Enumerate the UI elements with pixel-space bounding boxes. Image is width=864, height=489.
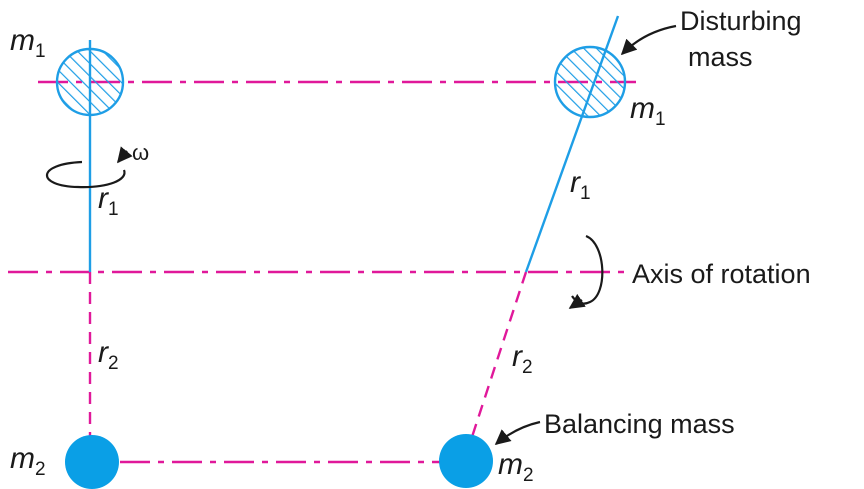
radius-lines — [88, 15, 620, 273]
left-balancing-mass — [65, 435, 119, 489]
axis-rotation-arrow — [568, 234, 604, 309]
label-m2-left: m2 — [10, 442, 46, 480]
label-r1-left: r1 — [98, 182, 119, 220]
label-m1-left: m1 — [10, 24, 46, 62]
disturbing-mass-pointer — [620, 24, 677, 56]
label-disturbing-mass: Disturbing mass — [680, 6, 809, 72]
label-omega: ω — [132, 140, 149, 165]
label-balancing-mass: Balancing mass — [544, 409, 735, 439]
label-r2-right: r2 — [512, 340, 533, 378]
balancing-mass-pointer — [494, 420, 541, 445]
label-r1-right: r1 — [570, 166, 591, 204]
right-r2-dashed-line — [469, 271, 528, 441]
label-m1-right: m1 — [630, 92, 666, 130]
right-disturbing-mass — [553, 45, 627, 119]
dash-lines — [8, 80, 636, 464]
label-r2-left: r2 — [98, 336, 119, 374]
label-m2-right: m2 — [498, 448, 534, 486]
left-disturbing-mass — [55, 47, 125, 117]
right-balancing-mass — [439, 434, 493, 488]
label-axis-of-rotation: Axis of rotation — [632, 259, 811, 289]
omega-rotation-arrow — [46, 146, 133, 189]
